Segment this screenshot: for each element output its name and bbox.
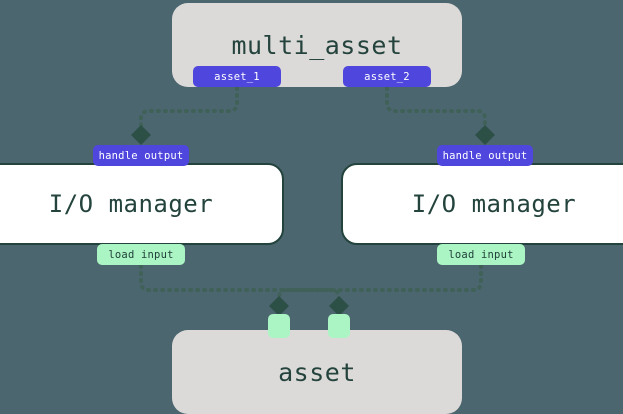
port-load-input-right[interactable]: load input xyxy=(437,244,525,265)
node-multi-asset[interactable]: multi_asset xyxy=(172,3,462,87)
port-load-input-right-label: load input xyxy=(448,248,514,261)
node-io-manager-left[interactable]: I/O manager xyxy=(0,163,284,245)
node-asset[interactable]: asset xyxy=(172,330,462,414)
edge-asset2-to-io-right xyxy=(385,86,495,145)
port-handle-output-left-label: handle output xyxy=(98,149,184,162)
port-asset-2[interactable]: asset_2 xyxy=(343,66,431,87)
port-asset-input-1[interactable] xyxy=(268,314,290,338)
edge-asset1-to-io-left xyxy=(131,86,239,145)
port-load-input-left-label: load input xyxy=(108,248,174,261)
node-io-manager-right-label: I/O manager xyxy=(411,190,577,218)
port-handle-output-right-label: handle output xyxy=(442,149,528,162)
port-asset-input-2[interactable] xyxy=(328,314,350,338)
node-io-manager-right[interactable]: I/O manager xyxy=(341,163,623,245)
port-asset-2-label: asset_2 xyxy=(364,70,410,83)
port-load-input-left[interactable]: load input xyxy=(97,244,185,265)
node-multi-asset-label: multi_asset xyxy=(231,30,403,60)
node-io-manager-left-label: I/O manager xyxy=(48,190,214,218)
node-asset-label: asset xyxy=(278,357,356,387)
port-handle-output-left[interactable]: handle output xyxy=(93,145,189,166)
port-handle-output-right[interactable]: handle output xyxy=(437,145,533,166)
port-asset-1[interactable]: asset_1 xyxy=(193,66,281,87)
edge-io-right-to-asset-port1 xyxy=(269,264,483,316)
port-asset-1-label: asset_1 xyxy=(214,70,260,83)
edge-io-left-to-asset-port2 xyxy=(139,264,349,316)
